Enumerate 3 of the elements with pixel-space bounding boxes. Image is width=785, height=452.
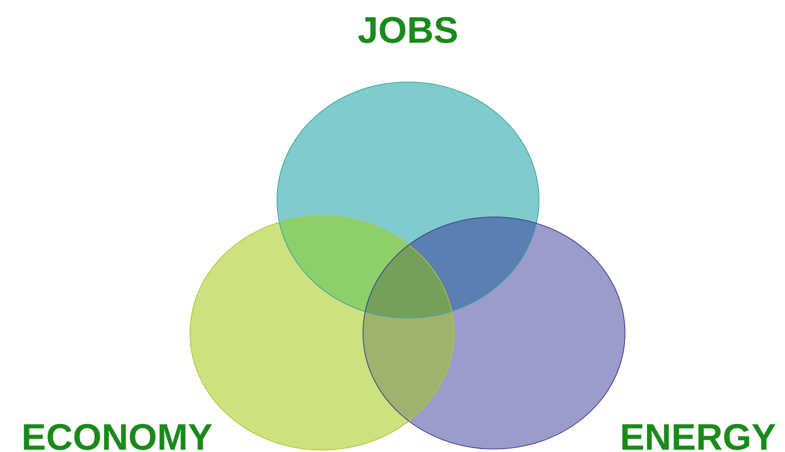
circle-label: JOBS xyxy=(358,16,457,44)
circle-label: ENERGY xyxy=(622,424,776,450)
circle-label: ECONOMY xyxy=(24,424,212,450)
